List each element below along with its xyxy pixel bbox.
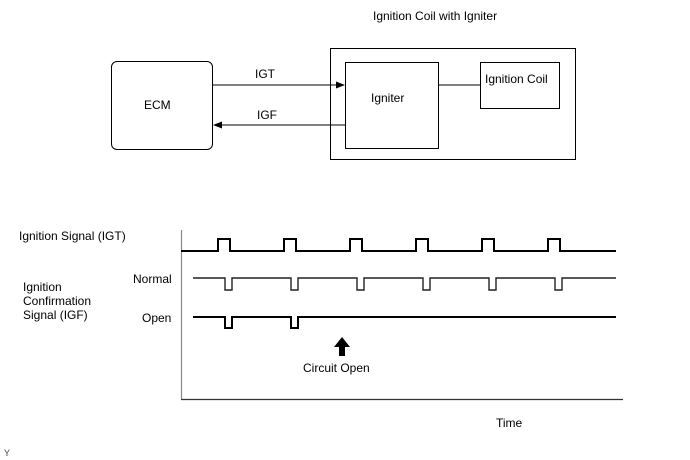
open-label: Open [142,311,172,325]
igf-signal-label: IGF [257,108,277,122]
ecm-block [111,61,213,150]
time-axis-label: Time [496,416,523,430]
igt-arrowhead-icon [336,81,345,89]
waveform-igf-open [193,316,616,329]
ignition-coil-label: Ignition Coil [485,72,548,86]
assembly-title: Ignition Coil with Igniter [373,9,498,23]
igf-arrowhead-icon [213,121,222,129]
normal-label: Normal [133,272,172,286]
corner-mark: Y [4,448,11,458]
igniter-label: Igniter [371,91,405,105]
ecm-label: ECM [144,98,171,112]
igf-label-line-3: Signal (IGF) [23,308,88,322]
circuit-open-annotation: Circuit Open [303,361,370,375]
waveform-ignition-signal-igt [181,238,616,252]
waveform-igf-normal [193,277,616,291]
igf-label-line-2: Confirmation [23,294,92,308]
ignition-coil-block [480,62,560,109]
igt-waveform-label: Ignition Signal (IGT) [19,229,126,243]
igniter-block [345,62,439,149]
igt-signal-label: IGT [255,67,275,81]
circuit-open-arrow-icon [334,337,350,356]
igf-label-line-1: Ignition [23,280,62,294]
